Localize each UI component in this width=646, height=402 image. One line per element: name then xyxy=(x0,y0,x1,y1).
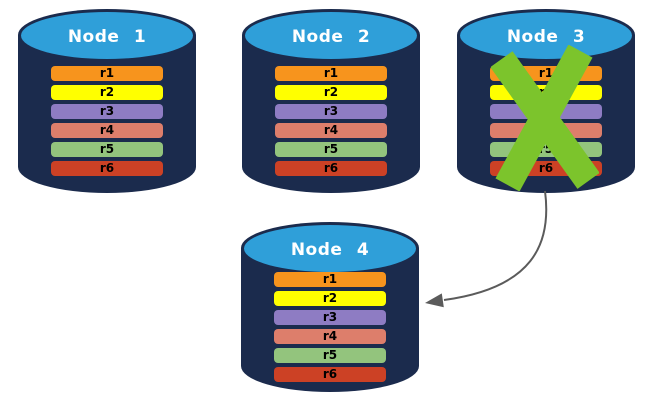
row-label: r5 xyxy=(99,142,115,156)
row-r4: r4 xyxy=(275,123,387,138)
row-label: r4 xyxy=(323,123,339,137)
row-label: r6 xyxy=(322,367,338,381)
row-r6: r6 xyxy=(275,161,387,176)
row-r6: r6 xyxy=(51,161,163,176)
row-label: r2 xyxy=(99,85,115,99)
row-label: r5 xyxy=(322,348,338,362)
row-label: r3 xyxy=(323,104,339,118)
row-r3: r3 xyxy=(275,104,387,119)
row-label: r3 xyxy=(322,310,338,324)
node-title: Node 1 xyxy=(67,26,147,47)
row-label: r5 xyxy=(323,142,339,156)
row-r5: r5 xyxy=(274,348,386,363)
row-label: r1 xyxy=(322,272,338,286)
row-r1: r1 xyxy=(274,272,386,287)
row-label: r6 xyxy=(99,161,115,175)
row-r3: r3 xyxy=(274,310,386,325)
row-label: r4 xyxy=(99,123,115,137)
row-r4: r4 xyxy=(51,123,163,138)
row-list: r1 r2 r3 r4 r5 r6 xyxy=(51,66,163,176)
cylinder-top: Node 1 xyxy=(21,12,193,59)
row-r4: r4 xyxy=(274,329,386,344)
arrowhead-icon xyxy=(425,293,444,308)
row-list: r1 r2 r3 r4 r5 r6 xyxy=(275,66,387,176)
failure-x-icon xyxy=(491,45,599,191)
row-label: r1 xyxy=(323,66,339,80)
row-label: r6 xyxy=(538,161,554,175)
node-1: Node 1 r1 r2 r3 r4 r5 r6 xyxy=(18,9,196,193)
node-4: Node 4 r1 r2 r3 r4 r5 r6 xyxy=(241,222,419,392)
row-label: r4 xyxy=(322,329,338,343)
row-r2: r2 xyxy=(274,291,386,306)
row-label: r1 xyxy=(99,66,115,80)
node-title: Node 3 xyxy=(506,26,586,47)
node-title: Node 4 xyxy=(290,239,370,260)
row-r5: r5 xyxy=(51,142,163,157)
row-r6: r6 xyxy=(274,367,386,382)
row-label: r2 xyxy=(322,291,338,305)
row-r2: r2 xyxy=(275,85,387,100)
node-title: Node 2 xyxy=(291,26,371,47)
row-r1: r1 xyxy=(275,66,387,81)
row-label: r1 xyxy=(538,66,554,80)
cylinder-top: Node 4 xyxy=(244,225,416,272)
row-label: r3 xyxy=(99,104,115,118)
cylinder-top: Node 2 xyxy=(245,12,417,59)
node-2: Node 2 r1 r2 r3 r4 r5 r6 xyxy=(242,9,420,193)
row-r3: r3 xyxy=(51,104,163,119)
row-label: r6 xyxy=(323,161,339,175)
row-label: r2 xyxy=(323,85,339,99)
row-r5: r5 xyxy=(275,142,387,157)
row-list: r1 r2 r3 r4 r5 r6 xyxy=(274,272,386,382)
cylinder-top: Node 3 xyxy=(460,12,632,59)
arrow-curve xyxy=(443,190,548,301)
row-r2: r2 xyxy=(51,85,163,100)
row-r1: r1 xyxy=(51,66,163,81)
